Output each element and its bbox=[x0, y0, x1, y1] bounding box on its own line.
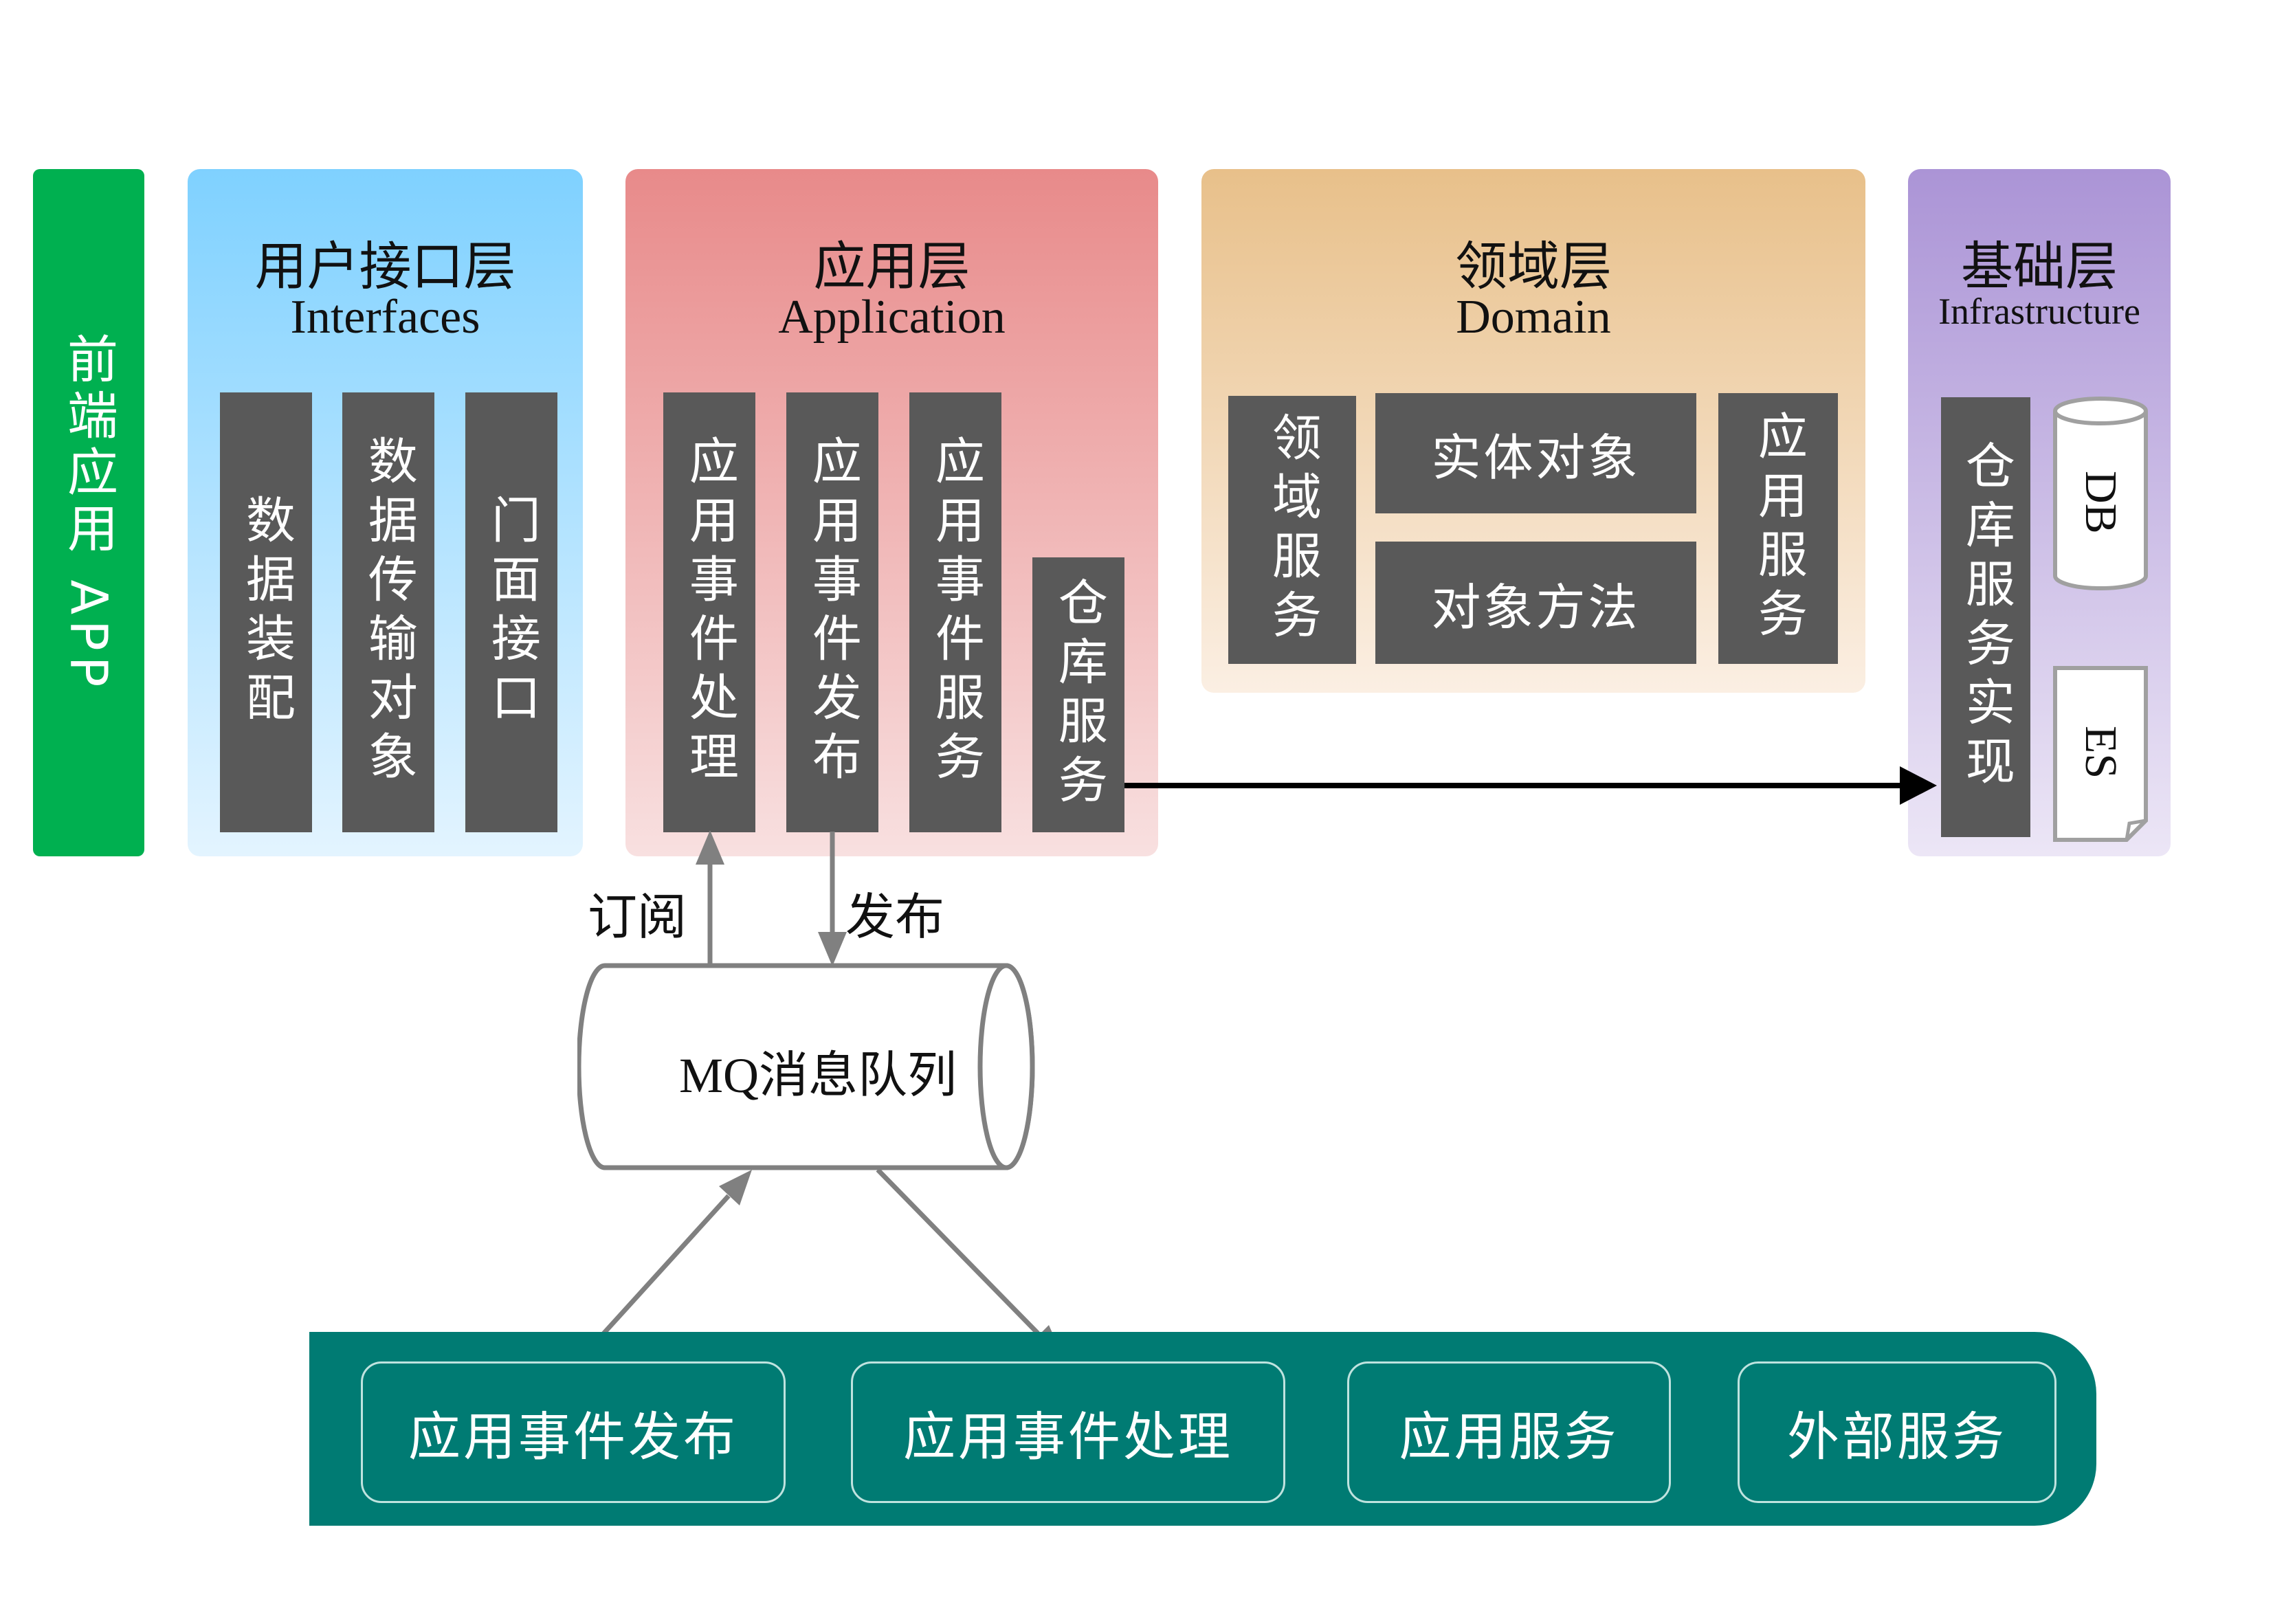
domain-layer: 领域层 Domain 领域服务 实体对象 对象方法 应用服务 bbox=[1201, 169, 1865, 693]
application-item-label: 应用事件发布 bbox=[803, 435, 862, 790]
infrastructure-layer: 基础层 Infrastructure 仓库服务实现 DB ES bbox=[1908, 169, 2171, 856]
interfaces-title-cn: 用户接口层 bbox=[254, 236, 516, 297]
publish-label: 发布 bbox=[845, 888, 945, 946]
subscribe-label: 订阅 bbox=[588, 888, 687, 946]
mq-queue-label: MQ消息队列 bbox=[678, 1048, 957, 1103]
application-item-repository-service: 仓库服务 bbox=[1032, 557, 1124, 832]
frontend-app-label: 前端应用 APP bbox=[58, 333, 118, 693]
application-item-event-publishing: 应用事件发布 bbox=[786, 392, 878, 832]
application-title-cn: 应用层 bbox=[813, 236, 971, 297]
interfaces-item-facade: 门面接口 bbox=[465, 392, 557, 832]
interfaces-title-en: Interfaces bbox=[290, 291, 480, 344]
domain-item-label: 领域服务 bbox=[1263, 412, 1322, 648]
domain-title-en: Domain bbox=[1456, 291, 1611, 344]
domain-item-label: 应用服务 bbox=[1749, 410, 1808, 647]
infrastructure-title-en: Infrastructure bbox=[1938, 291, 2140, 332]
application-item-label: 应用事件服务 bbox=[927, 435, 985, 790]
es-label: ES bbox=[2076, 726, 2126, 779]
domain-title-cn: 领域层 bbox=[1455, 236, 1612, 297]
mq-queue-cylinder-icon bbox=[577, 963, 1035, 1170]
bottom-item-application-service: 应用服务 bbox=[1347, 1361, 1671, 1503]
frontend-app-bar: 前端应用 APP bbox=[33, 169, 144, 856]
interfaces-item-label: 数据装配 bbox=[237, 494, 296, 731]
interfaces-item-label: 数据传输对象 bbox=[359, 435, 418, 790]
es-document-icon bbox=[2053, 666, 2148, 842]
domain-item-domain-service: 领域服务 bbox=[1228, 396, 1356, 664]
application-item-label: 应用事件处理 bbox=[680, 435, 739, 790]
application-item-event-service: 应用事件服务 bbox=[909, 392, 1001, 832]
infrastructure-item-repository-impl: 仓库服务实现 bbox=[1941, 397, 2030, 837]
interfaces-item-label: 门面接口 bbox=[483, 494, 541, 731]
bottom-item-external-service: 外部服务 bbox=[1738, 1361, 2056, 1503]
bottom-item-event-publishing: 应用事件发布 bbox=[361, 1361, 786, 1503]
infrastructure-item-label: 仓库服务实现 bbox=[1957, 440, 2015, 794]
application-layer: 应用层 Application 应用事件处理 应用事件发布 应用事件服务 仓库服… bbox=[625, 169, 1158, 856]
bottom-item-event-handling: 应用事件处理 bbox=[851, 1361, 1285, 1503]
bottom-services-bar: 应用事件发布 应用事件处理 应用服务 外部服务 bbox=[309, 1332, 2096, 1526]
db-cylinder-icon bbox=[2053, 397, 2148, 590]
domain-item-object-method: 对象方法 bbox=[1375, 542, 1696, 664]
application-item-label: 仓库服务 bbox=[1050, 577, 1108, 813]
interfaces-item-dto: 数据传输对象 bbox=[342, 392, 434, 832]
infrastructure-title-cn: 基础层 bbox=[1961, 236, 2118, 297]
application-item-event-handling: 应用事件处理 bbox=[663, 392, 755, 832]
domain-item-entity-object: 实体对象 bbox=[1375, 393, 1696, 513]
domain-item-application-service: 应用服务 bbox=[1718, 393, 1838, 664]
application-title-en: Application bbox=[778, 291, 1006, 344]
interfaces-layer: 用户接口层 Interfaces 数据装配 数据传输对象 门面接口 bbox=[188, 169, 583, 856]
db-label: DB bbox=[2076, 471, 2126, 534]
interfaces-item-data-assembly: 数据装配 bbox=[220, 392, 312, 832]
